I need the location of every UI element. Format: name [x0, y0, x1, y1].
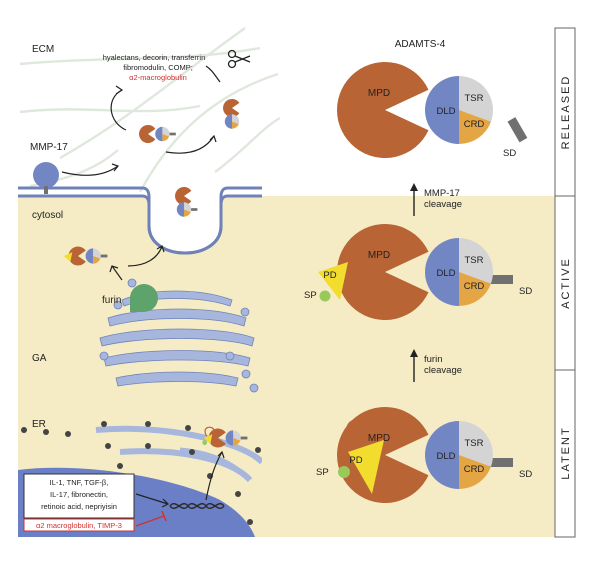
furin-enzyme: [130, 284, 158, 312]
pit-complex: [175, 187, 198, 217]
cell-complexes: [63, 246, 248, 448]
crd-label: CRD: [464, 464, 485, 475]
crd-domain: [459, 272, 491, 306]
released-sd-label: SD: [503, 148, 516, 159]
state-released: RELEASED: [560, 75, 572, 150]
ecm-complex-released-1: [223, 99, 240, 129]
step-furin: furin cleavage: [410, 349, 462, 382]
scissors-icon: [227, 49, 251, 69]
latent-pd: [348, 440, 384, 494]
stimuli-line-1: IL-1, TNF, TGF-β,: [50, 478, 109, 487]
dld-label: DLD: [436, 106, 455, 117]
ecm-complex-active: [139, 125, 176, 144]
active-diagram: MPD SD DLD TSR CRD: [336, 224, 532, 321]
latent-tether: [346, 418, 373, 445]
ecm-fibers: [19, 27, 281, 193]
inhibitor-text: α2 macroglobulin, TIMP-3: [36, 521, 122, 530]
ecm-inhibitor: α2-macroglobulin: [129, 73, 187, 82]
plasma-membrane: [18, 186, 262, 255]
label-cytosol: cytosol: [32, 210, 63, 221]
mpd-label: MPD: [368, 88, 390, 99]
sd-label: SD: [519, 469, 532, 480]
latent-pd-label: PD: [349, 455, 362, 466]
mpd-domain: [337, 406, 429, 503]
step-furin-line-2: cleavage: [424, 365, 462, 376]
step-furin-line-1: furin: [424, 354, 442, 365]
ecm-arrows: [61, 65, 221, 176]
stimuli-arrow: [135, 493, 169, 505]
ecm-substrates-line-1: hyalectans, decorin, transferrin: [103, 53, 206, 62]
step-mmp17-line-1: MMP-17: [424, 188, 460, 199]
mpd-domain: [336, 62, 429, 158]
released-sd: [507, 117, 528, 143]
latent-sp: [338, 466, 350, 478]
step-mmp17-line-2: cleavage: [424, 199, 462, 210]
latent-diagram: MPD SD DLD TSR CRD: [337, 406, 532, 503]
crd-domain: [459, 110, 491, 144]
stimuli-box: IL-1, TNF, TGF-β, IL-17, fibronectin, re…: [23, 473, 135, 519]
dna-helix: [169, 503, 225, 509]
big-diagrams: MPD DLD TSR CRD SD MPD SD DLD TSR CRD PD SP MPD SD DLD…: [304, 62, 532, 503]
cytosol-complex: [63, 246, 108, 266]
title-adamts4: ADAMTS-4: [395, 39, 446, 50]
active-sp-label: SP: [304, 290, 317, 301]
tsr-domain: [459, 238, 493, 284]
active-pd: [318, 262, 348, 300]
tsr-label: TSR: [465, 255, 484, 266]
released-diagram: MPD DLD TSR CRD: [336, 62, 493, 158]
dld-domain: [425, 238, 459, 306]
mpd-label: MPD: [368, 433, 390, 444]
dld-label: DLD: [436, 451, 455, 462]
mpd-label: MPD: [368, 250, 390, 261]
mpd-domain: [336, 224, 429, 321]
sd-domain: [489, 458, 513, 467]
active-sp: [319, 290, 331, 302]
dld-domain: [425, 76, 459, 144]
ecm-complexes: [139, 99, 240, 217]
state-latent: LATENT: [560, 426, 572, 479]
label-er: ER: [32, 419, 46, 430]
active-pd-label: PD: [323, 270, 336, 281]
tsr-label: TSR: [465, 438, 484, 449]
step-mmp17: MMP-17 cleavage: [410, 183, 462, 216]
er-complex: [202, 426, 248, 448]
tsr-domain: [459, 76, 493, 122]
sd-domain: [489, 275, 513, 284]
tsr-domain: [459, 421, 494, 467]
stimuli-line-2: IL-17, fibronectin,: [50, 490, 108, 499]
ecm-substrates-line-2: fibromodulin, COMP;: [123, 63, 193, 72]
latent-sp-label: SP: [316, 467, 329, 478]
furin-label: furin: [102, 295, 121, 306]
inhibitor-line: [135, 515, 165, 527]
mmp17-label: MMP-17: [30, 142, 68, 153]
dld-label: DLD: [436, 268, 455, 279]
tsr-label: TSR: [465, 93, 484, 104]
crd-domain: [459, 455, 491, 489]
inhibitor-box: α2 macroglobulin, TIMP-3: [23, 518, 135, 532]
state-bar: RELEASED ACTIVE LATENT: [554, 27, 576, 538]
sd-label: SD: [519, 286, 532, 297]
crd-label: CRD: [464, 119, 485, 130]
stimuli-line-3: retinoic acid, nepriyisin: [41, 502, 117, 511]
state-active: ACTIVE: [560, 257, 572, 309]
mmp17-enzyme: [33, 162, 59, 194]
dld-domain: [425, 421, 459, 489]
crd-label: CRD: [464, 281, 485, 292]
label-ga: GA: [32, 353, 47, 364]
label-ecm: ECM: [32, 44, 54, 55]
